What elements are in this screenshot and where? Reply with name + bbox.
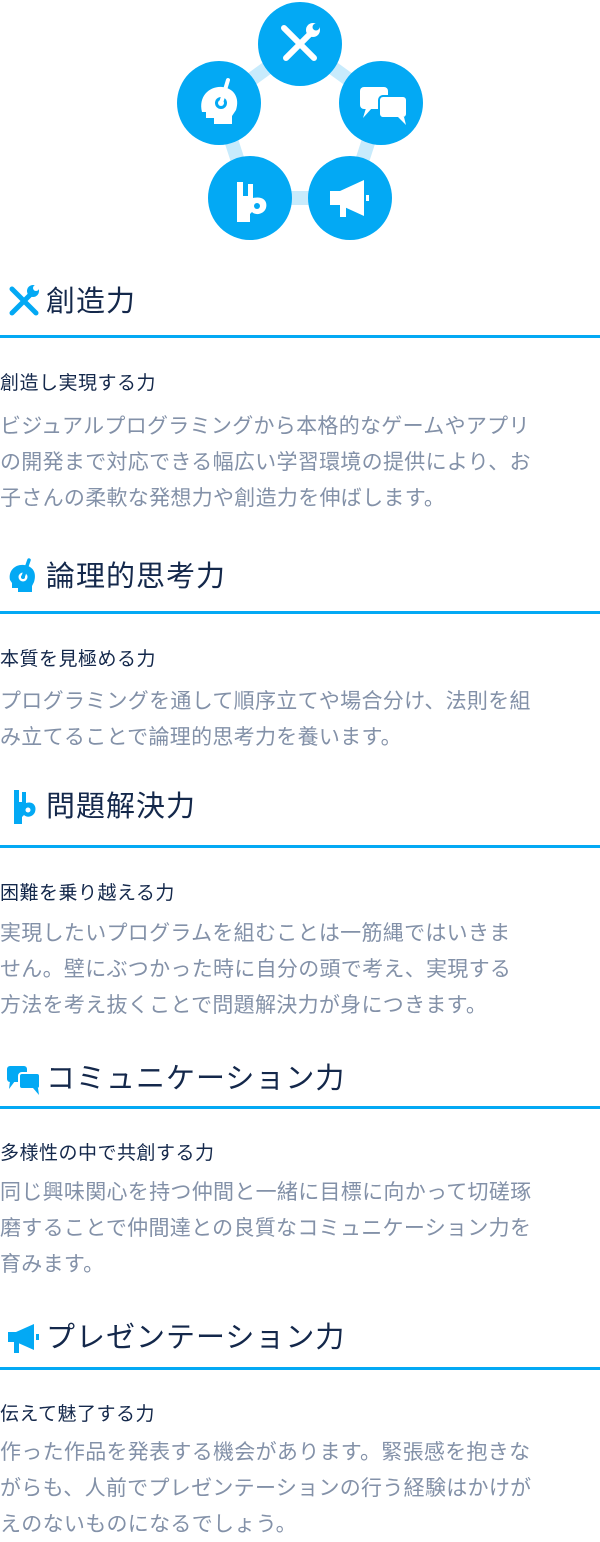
section-subtitle: 伝えて魅了する力 — [0, 1403, 156, 1425]
ok-hand-icon — [14, 790, 36, 824]
megaphone-icon — [308, 156, 392, 240]
tools-icon — [258, 2, 342, 86]
body-line: 育みます。 — [0, 1252, 105, 1276]
section-body: 作った作品を発表する機会があります。緊張感を抱きな がらも、人前でプレゼンテーシ… — [0, 1434, 600, 1542]
section-title: 創造力 — [46, 283, 137, 318]
section-body: プログラミングを通して順序立てや場合分け、法則を組 み立てることで論理的思考力を… — [0, 683, 600, 755]
section-divider — [0, 845, 600, 848]
section-divider — [0, 611, 600, 614]
ok-hand-icon — [208, 156, 292, 240]
thinking-head-icon — [177, 61, 261, 145]
section-body: 同じ興味関心を持つ仲間と一緒に目標に向かって切磋琢 磨することで仲間達との良質な… — [0, 1174, 600, 1282]
body-line: せん。壁にぶつかった時に自分の頭で考え、実現する — [0, 957, 512, 981]
section-body: 実現したいプログラムを組むことは一筋縄ではいきま せん。壁にぶつかった時に自分の… — [0, 915, 600, 1023]
section-presentation: プレゼンテーション力 伝えて魅了する力 作った作品を発表する機会があります。緊張… — [0, 1312, 600, 1536]
section-header: プレゼンテーション力 — [0, 1312, 600, 1362]
body-line: の開発まで対応できる幅広い学習環境の提供により、お — [0, 450, 531, 474]
body-line: 方法を考え抜くことで問題解決力が身につきます。 — [0, 993, 488, 1017]
section-header: コミュニケーション力 — [0, 1053, 600, 1103]
body-line: み立てることで論理的思考力を養います。 — [0, 725, 402, 749]
section-body: ビジュアルプログラミングから本格的なゲームやアプリ の開発まで対応できる幅広い学… — [0, 408, 600, 516]
section-divider — [0, 1106, 600, 1109]
section-logical-thinking: 論理的思考力 本質を見極める力 プログラミングを通して順序立てや場合分け、法則を… — [0, 551, 600, 749]
section-subtitle: 多様性の中で共創する力 — [0, 1142, 215, 1164]
body-line: えのないものになるでしょう。 — [0, 1512, 297, 1536]
section-subtitle: 本質を見極める力 — [0, 648, 157, 670]
section-header: 創造力 — [0, 276, 600, 326]
section-divider — [0, 335, 600, 338]
body-line: がらも、人前でプレゼンテーションの行う経験はかけが — [0, 1476, 532, 1500]
body-line: 実現したいプログラムを組むことは一筋縄ではいきま — [0, 921, 511, 945]
section-header: 問題解決力 — [0, 781, 600, 831]
section-title: 論理的思考力 — [46, 558, 227, 593]
megaphone-icon — [8, 1324, 39, 1353]
thinking-head-icon — [9, 558, 35, 592]
pentagon-connector — [177, 2, 423, 240]
body-line: ビジュアルプログラミングから本格的なゲームやアプリ — [0, 414, 530, 438]
body-line: 磨することで仲間達との良質なコミュニケーション力を — [0, 1216, 532, 1240]
body-line: 同じ興味関心を持つ仲間と一緒に目標に向かって切磋琢 — [0, 1180, 532, 1204]
section-subtitle: 創造し実現する力 — [0, 372, 157, 394]
section-title: 問題解決力 — [46, 788, 197, 823]
speech-bubbles-icon — [339, 61, 423, 145]
section-problem-solving: 問題解決力 困難を乗り越える力 実現したいプログラムを組むことは一筋縄ではいきま… — [0, 781, 600, 1017]
tools-icon — [9, 285, 39, 316]
body-line: プログラミングを通して順序立てや場合分け、法則を組 — [0, 689, 531, 713]
body-line: 子さんの柔軟な発想力や創造力を伸ばします。 — [0, 486, 446, 510]
section-subtitle: 困難を乗り越える力 — [0, 882, 175, 904]
body-line: 作った作品を発表する機会があります。緊張感を抱きな — [0, 1440, 531, 1464]
speech-bubbles-icon — [7, 1066, 41, 1095]
section-divider — [0, 1367, 600, 1370]
section-title: コミュニケーション力 — [46, 1060, 346, 1095]
section-title: プレゼンテーション力 — [46, 1319, 346, 1354]
skills-hero-graphic — [0, 0, 600, 250]
section-header: 論理的思考力 — [0, 551, 600, 601]
section-communication: コミュニケーション力 多様性の中で共創する力 同じ興味関心を持つ仲間と一緒に目標… — [0, 1053, 600, 1276]
section-creativity: 創造力 創造し実現する力 ビジュアルプログラミングから本格的なゲームやアプリ の… — [0, 276, 600, 510]
